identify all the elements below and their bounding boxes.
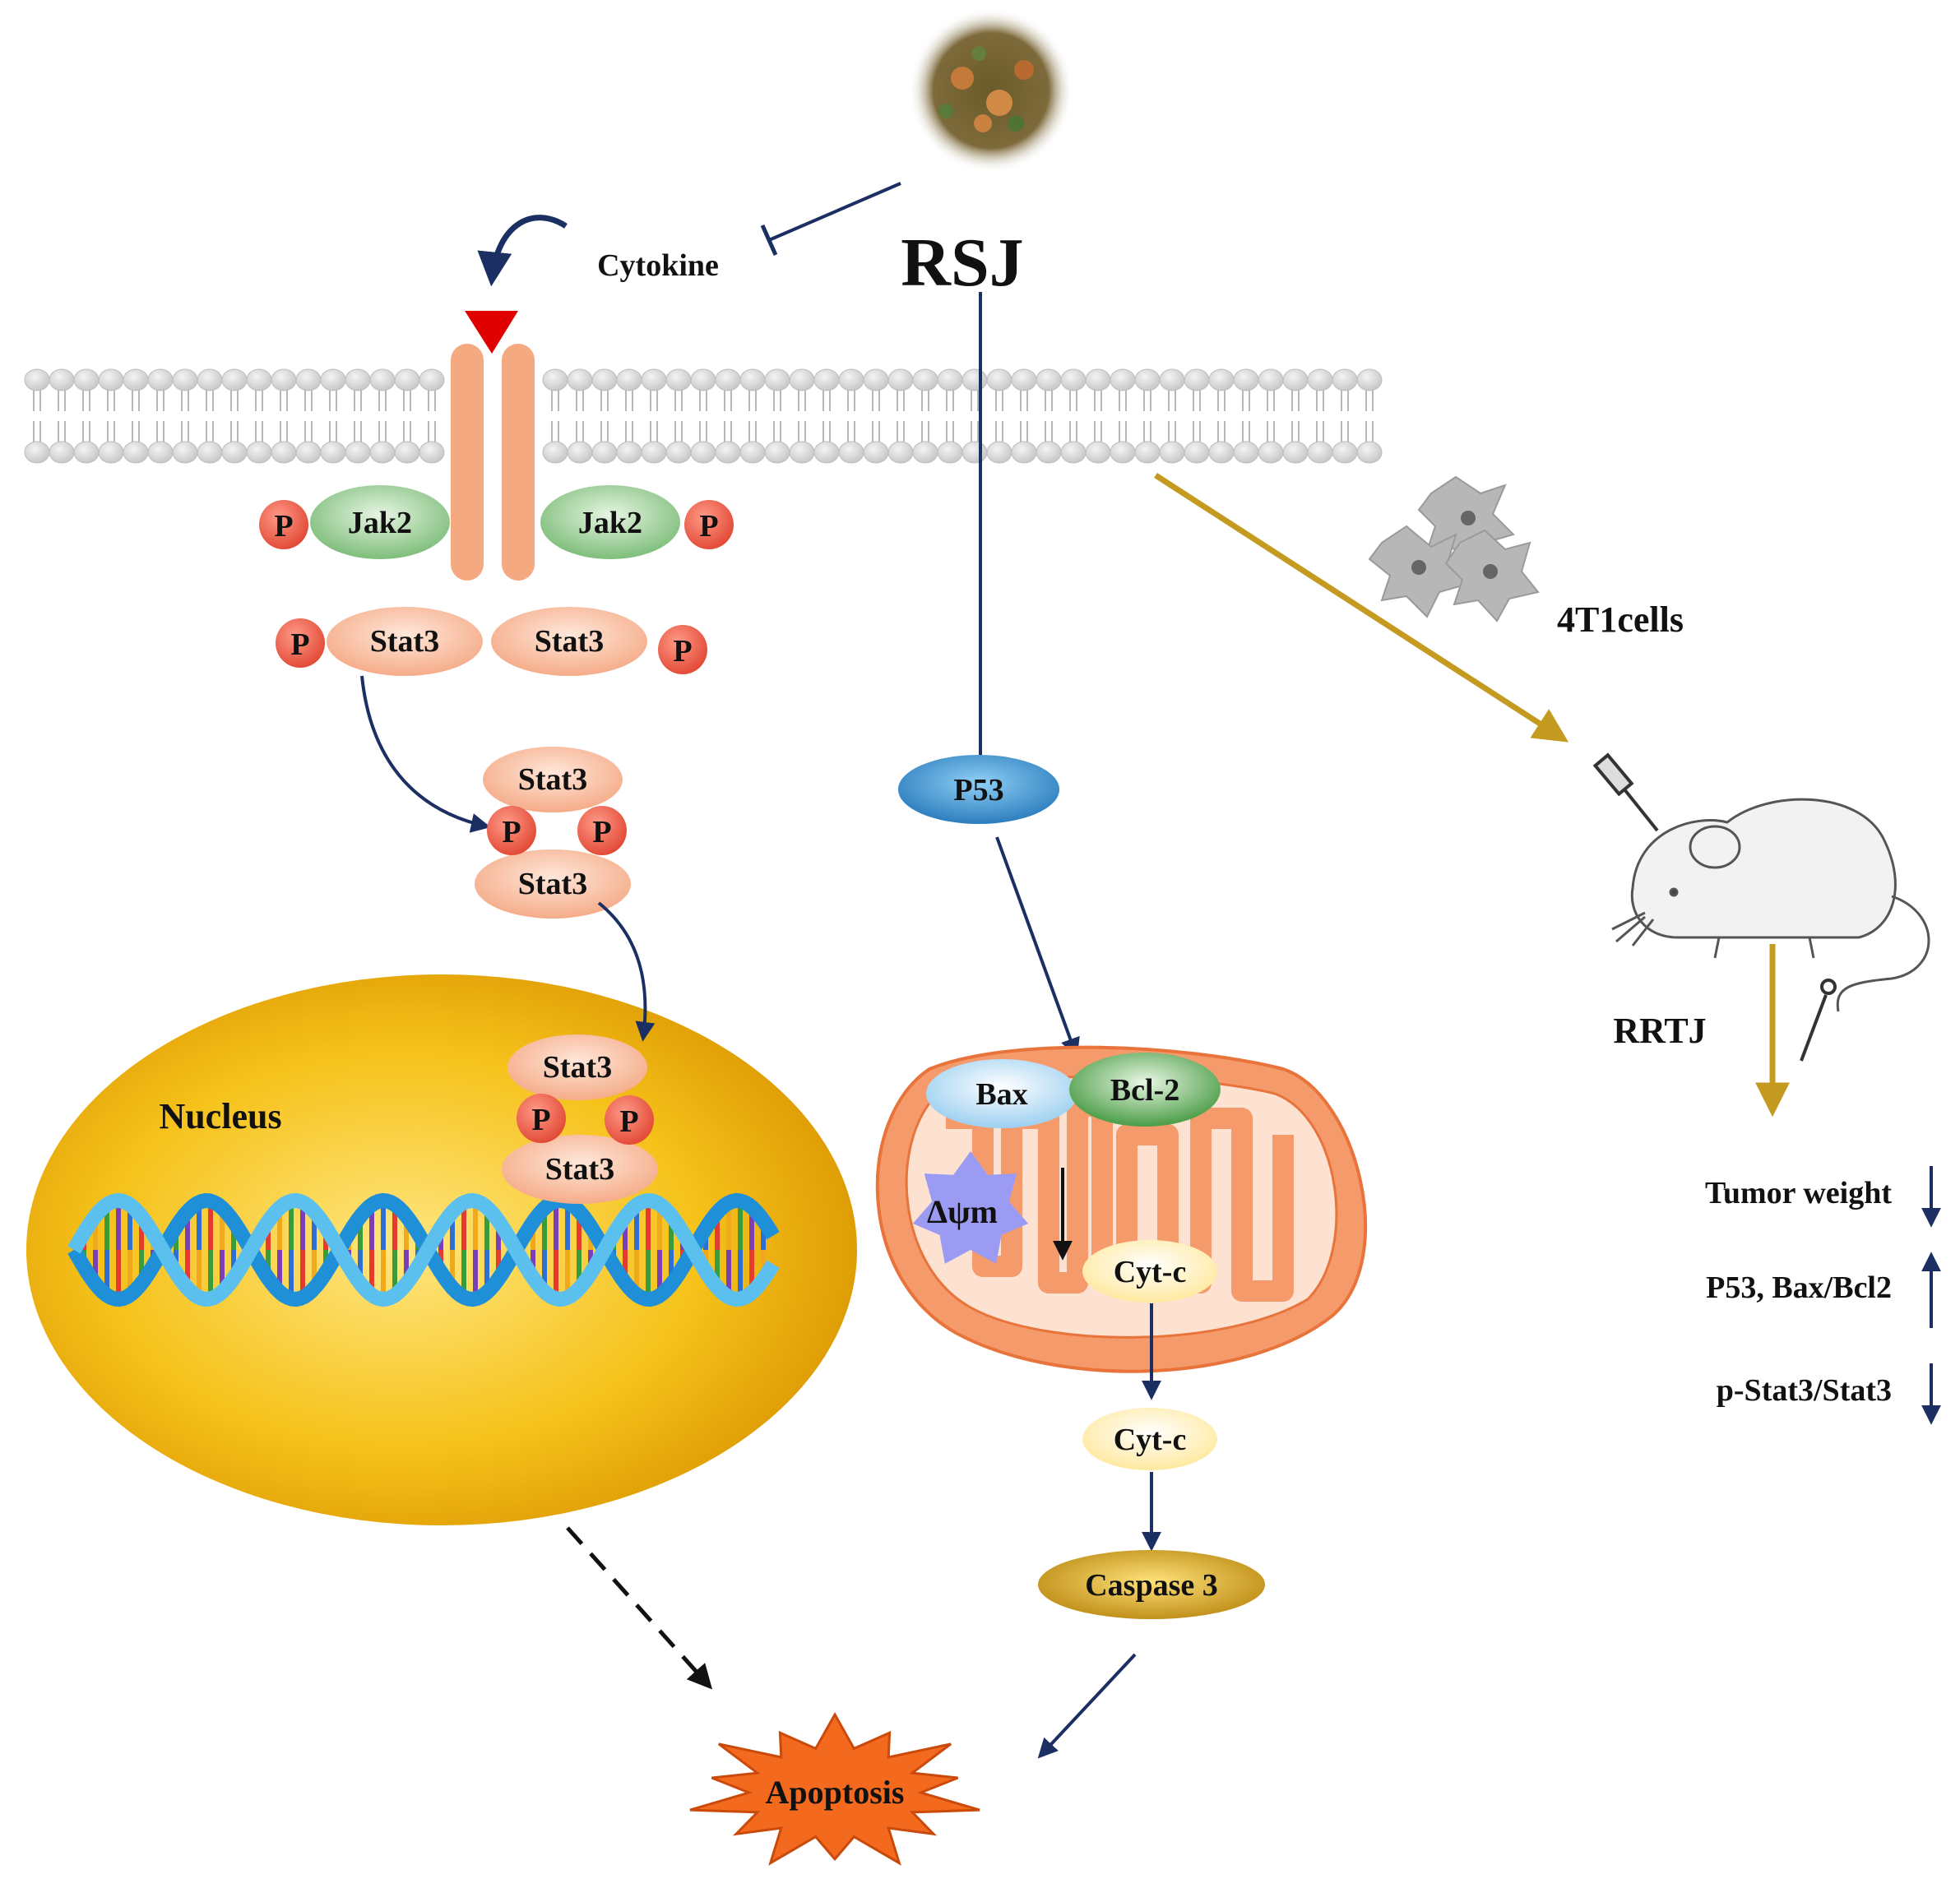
- injection-needle-icon: [1800, 979, 1837, 1062]
- cytc-cytosol: Cyt-c: [1082, 1408, 1217, 1470]
- phospho-stat3-left: P: [276, 618, 325, 668]
- svg-text:P: P: [290, 627, 309, 662]
- stat3-dimer-cytoplasm: Stat3 Stat3 P P: [475, 747, 631, 919]
- nucleus-label: Nucleus: [159, 1096, 281, 1136]
- phospho-stat3-right: P: [658, 625, 707, 674]
- membrane-potential-star: Δψm: [912, 1151, 1073, 1264]
- dna-double-helix: [67, 1192, 780, 1307]
- svg-text:Stat3: Stat3: [370, 624, 439, 659]
- jak2-left: Jak2: [310, 485, 450, 559]
- svg-text:Stat3: Stat3: [518, 867, 587, 901]
- cytokine-label: Cytokine: [597, 248, 719, 283]
- svg-text:Stat3: Stat3: [518, 762, 587, 797]
- cytokine-receptor: [451, 311, 535, 581]
- in-vivo-label: RRTJ: [1613, 1011, 1706, 1051]
- svg-text:P: P: [673, 634, 692, 669]
- ligand-triangle-icon: [465, 311, 518, 354]
- cytc-mitochondria: Cyt-c: [1082, 1240, 1217, 1303]
- cells-to-mouse-arrow: [1154, 473, 1569, 743]
- result-label: Tumor weight: [1705, 1176, 1892, 1210]
- svg-text:Apoptosis: Apoptosis: [766, 1774, 905, 1811]
- svg-text:P53: P53: [953, 773, 1003, 808]
- svg-text:P: P: [274, 509, 293, 544]
- result-label: P53, Bax/Bcl2: [1706, 1270, 1892, 1305]
- svg-text:Jak2: Jak2: [578, 506, 642, 540]
- svg-text:Stat3: Stat3: [545, 1152, 614, 1187]
- rsj-label: RSJ: [901, 224, 1023, 301]
- nucleus-to-apoptosis-arrow: [566, 1526, 713, 1690]
- p53-to-mitochondria-arrow: [995, 836, 1080, 1058]
- bax-node: Bax: [926, 1059, 1077, 1128]
- caspase-to-apoptosis-arrow: [1037, 1653, 1137, 1759]
- apoptosis-burst: Apoptosis: [689, 1711, 980, 1866]
- svg-text:Bax: Bax: [975, 1077, 1027, 1112]
- cells-label: 4T1cells: [1557, 599, 1684, 640]
- cytokine-to-receptor-arrow: [477, 215, 568, 287]
- syringe-icon: [1592, 752, 1659, 832]
- svg-text:Caspase 3: Caspase 3: [1085, 1568, 1218, 1603]
- svg-text:Bcl-2: Bcl-2: [1110, 1073, 1179, 1108]
- stat3-left: Stat3: [327, 607, 483, 676]
- cell-membrane: [24, 368, 1383, 464]
- phospho-jak2-right: P: [684, 500, 734, 549]
- svg-text:P: P: [592, 815, 611, 849]
- stat3-right: Stat3: [491, 607, 647, 676]
- svg-text:Stat3: Stat3: [543, 1050, 612, 1085]
- svg-text:Cyt-c: Cyt-c: [1114, 1255, 1187, 1289]
- stat3-translocation-arrow: [597, 901, 656, 1042]
- caspase3-node: Caspase 3: [1038, 1550, 1265, 1619]
- tumor-cells-icon: [1368, 475, 1540, 622]
- p53-node: P53: [898, 755, 1059, 824]
- bcl2-node: Bcl-2: [1069, 1053, 1221, 1127]
- phospho-jak2-left: P: [259, 500, 308, 549]
- svg-text:Jak2: Jak2: [348, 506, 412, 540]
- svg-text:P: P: [619, 1104, 638, 1139]
- rsj-inhibits-cytokine: [760, 182, 901, 257]
- jak2-right: Jak2: [540, 485, 680, 559]
- stat3-dimer-nucleus: Stat3 Stat3 P P: [502, 1034, 658, 1204]
- svg-text:Cyt-c: Cyt-c: [1114, 1423, 1187, 1457]
- rsj-to-p53-inhibition: [964, 292, 997, 767]
- svg-text:P: P: [699, 509, 718, 544]
- herb-image: [909, 8, 1073, 173]
- mouse-icon: [1611, 798, 1930, 1012]
- svg-text:P: P: [531, 1103, 550, 1137]
- stat3-dimerization-arrow: [360, 675, 491, 833]
- svg-text:Stat3: Stat3: [535, 624, 604, 659]
- result-label: p-Stat3/Stat3: [1717, 1373, 1892, 1408]
- svg-text:Δψm: Δψm: [927, 1193, 998, 1230]
- svg-text:P: P: [502, 815, 521, 849]
